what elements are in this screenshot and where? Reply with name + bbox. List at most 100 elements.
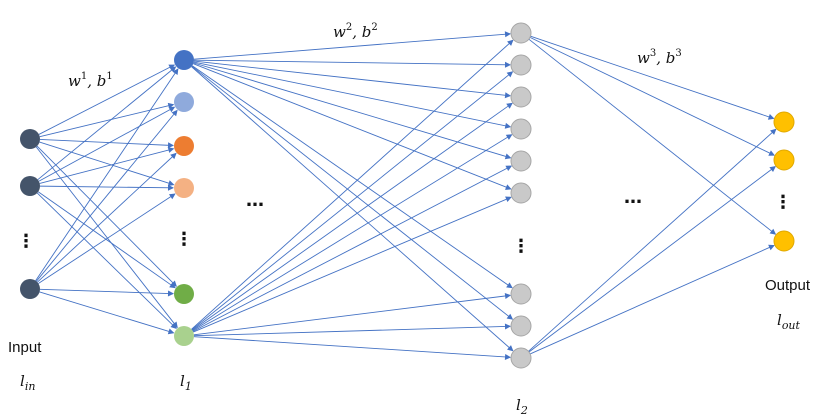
- input-node-2: [20, 176, 40, 196]
- edge-in1-l1n3-arrowhead: [167, 142, 175, 149]
- edge-l1n1-l2n6: [193, 63, 511, 190]
- edge-l1n6-l2n9-arrowhead: [504, 353, 512, 360]
- edge-in1-l1n3: [39, 139, 174, 146]
- weight-label-w3-b3: w3, b3: [637, 48, 682, 67]
- edge-in1-l1n1-arrowhead: [168, 64, 176, 70]
- edge-in3-l1n5: [39, 288, 174, 295]
- edge-in1-l1n1: [38, 64, 175, 135]
- edge-l1n6-l2n5-arrowhead: [505, 165, 513, 172]
- edge-in2-l1n3-arrowhead: [167, 147, 175, 153]
- edge-l1n1-l2n6-arrowhead: [505, 184, 512, 190]
- weight-label-w1-b1: w1, b1: [68, 71, 113, 90]
- edge-in1-l1n4: [39, 141, 174, 186]
- horizontal-ellipsis-right: …: [624, 187, 642, 208]
- l2-node-1: [510, 22, 532, 44]
- l2-node-4: [510, 118, 532, 140]
- edges-group: [35, 31, 777, 360]
- edge-l2n9-out3: [529, 245, 775, 355]
- edge-l2n1-out1: [530, 35, 774, 119]
- output-label: Output: [765, 277, 811, 294]
- edge-l1n6-l2n4: [192, 134, 512, 332]
- input-vertical-ellipsis: ⋮: [17, 231, 35, 252]
- layer-label-l-1: l1: [180, 372, 192, 393]
- edge-in3-l1n2-arrowhead: [171, 109, 178, 117]
- edge-l2n1-out2-arrowhead: [768, 150, 775, 156]
- edge-in3-l1n2: [36, 110, 178, 282]
- edge-l1n1-l2n9-arrowhead: [507, 345, 514, 352]
- edge-l1n6-l2n1-arrowhead: [507, 39, 514, 46]
- edge-l1n6-l2n6: [193, 196, 512, 333]
- edge-l2n9-out3-arrowhead: [768, 244, 775, 251]
- l2-node-2: [510, 54, 532, 76]
- edge-in2-l1n2-arrowhead: [168, 106, 176, 113]
- edge-in3-l1n6: [39, 291, 174, 334]
- edge-l2n1-out3: [528, 38, 776, 235]
- edge-l2n1-out3-arrowhead: [769, 228, 777, 235]
- edge-in2-l1n6: [36, 192, 177, 329]
- edge-l1n6-l2n7: [193, 294, 511, 336]
- edge-in2-l1n5: [37, 191, 176, 289]
- nodes-group: [20, 22, 795, 369]
- edge-l1n1-l2n1: [193, 33, 511, 60]
- input-label: Input: [8, 339, 42, 356]
- edge-in2-l1n1: [37, 66, 176, 181]
- horizontal-ellipsis-left: …: [246, 190, 264, 211]
- edge-in3-l1n3-arrowhead: [170, 152, 177, 160]
- edge-l1n6-l2n3: [191, 102, 513, 331]
- edge-l1n6-l2n9: [193, 336, 511, 358]
- edge-l1n1-l2n7: [191, 65, 513, 289]
- edge-l1n6-l2n8: [193, 325, 511, 337]
- l1-node-5: [174, 284, 194, 304]
- edge-in3-l1n6-arrowhead: [167, 328, 175, 335]
- edge-l2n9-out1-arrowhead: [770, 128, 777, 135]
- l1-node-3: [174, 136, 194, 156]
- l2-node-5: [510, 150, 532, 172]
- edge-l1n6-l2n2-arrowhead: [506, 71, 514, 78]
- edge-in2-l1n2: [38, 106, 175, 182]
- layer-label-l-in: lin: [20, 372, 35, 393]
- edge-in2-l1n5-arrowhead: [169, 282, 176, 289]
- input-node-3: [20, 279, 40, 299]
- edge-l1n1-l2n8-arrowhead: [506, 313, 514, 320]
- edge-l1n1-l2n2-arrowhead: [504, 61, 512, 68]
- edge-l1n1-l2n7-arrowhead: [506, 282, 513, 289]
- edge-l1n1-l2n2: [193, 59, 511, 66]
- edge-l2n1-out1-arrowhead: [767, 114, 775, 120]
- edge-l1n6-l2n1: [191, 40, 514, 330]
- layer-label-l-out: lout: [777, 311, 801, 332]
- edge-in2-l1n4-arrowhead: [167, 184, 175, 191]
- edge-in3-l1n4-arrowhead: [168, 193, 176, 200]
- output-node-3: [773, 230, 795, 252]
- edge-l1n1-l2n3: [193, 60, 511, 97]
- edge-in1-l1n5: [36, 145, 177, 287]
- edge-l1n1-l2n4-arrowhead: [504, 122, 512, 129]
- edge-l1n1-l2n8: [191, 65, 513, 320]
- edge-in3-l1n3: [37, 153, 177, 283]
- l1-node-2: [174, 92, 194, 112]
- edge-in3-l1n5-arrowhead: [167, 290, 175, 297]
- edge-in1-l1n6: [35, 146, 178, 328]
- l1-node-4: [174, 178, 194, 198]
- weight-label-w2-b2: w2, b2: [333, 22, 378, 41]
- edge-l2n9-out2: [528, 166, 776, 353]
- edge-l1n6-l2n4-arrowhead: [505, 134, 513, 140]
- l2-node-8: [510, 315, 532, 337]
- l1-node-1: [174, 50, 194, 70]
- edge-l2n9-out1: [528, 129, 777, 352]
- edge-l1n6-l2n3-arrowhead: [506, 102, 513, 109]
- edge-in1-l1n5-arrowhead: [170, 280, 177, 287]
- edge-l1n6-l2n2: [191, 71, 513, 331]
- l2-vertical-ellipsis: ⋮: [512, 236, 530, 257]
- edge-in2-l1n1-arrowhead: [169, 66, 177, 73]
- edge-l1n6-l2n5: [192, 165, 512, 332]
- edge-l2n1-out2: [529, 36, 775, 156]
- output-node-1: [773, 111, 795, 133]
- l1-vertical-ellipsis: ⋮: [175, 229, 193, 250]
- edge-l1n1-l2n1-arrowhead: [504, 31, 512, 38]
- l2-node-9: [510, 347, 532, 369]
- edge-in2-l1n4: [39, 185, 174, 189]
- edge-l1n1-l2n4: [193, 61, 511, 128]
- layer-label-l-2: l2: [516, 396, 528, 417]
- edge-l1n1-l2n3-arrowhead: [504, 92, 512, 99]
